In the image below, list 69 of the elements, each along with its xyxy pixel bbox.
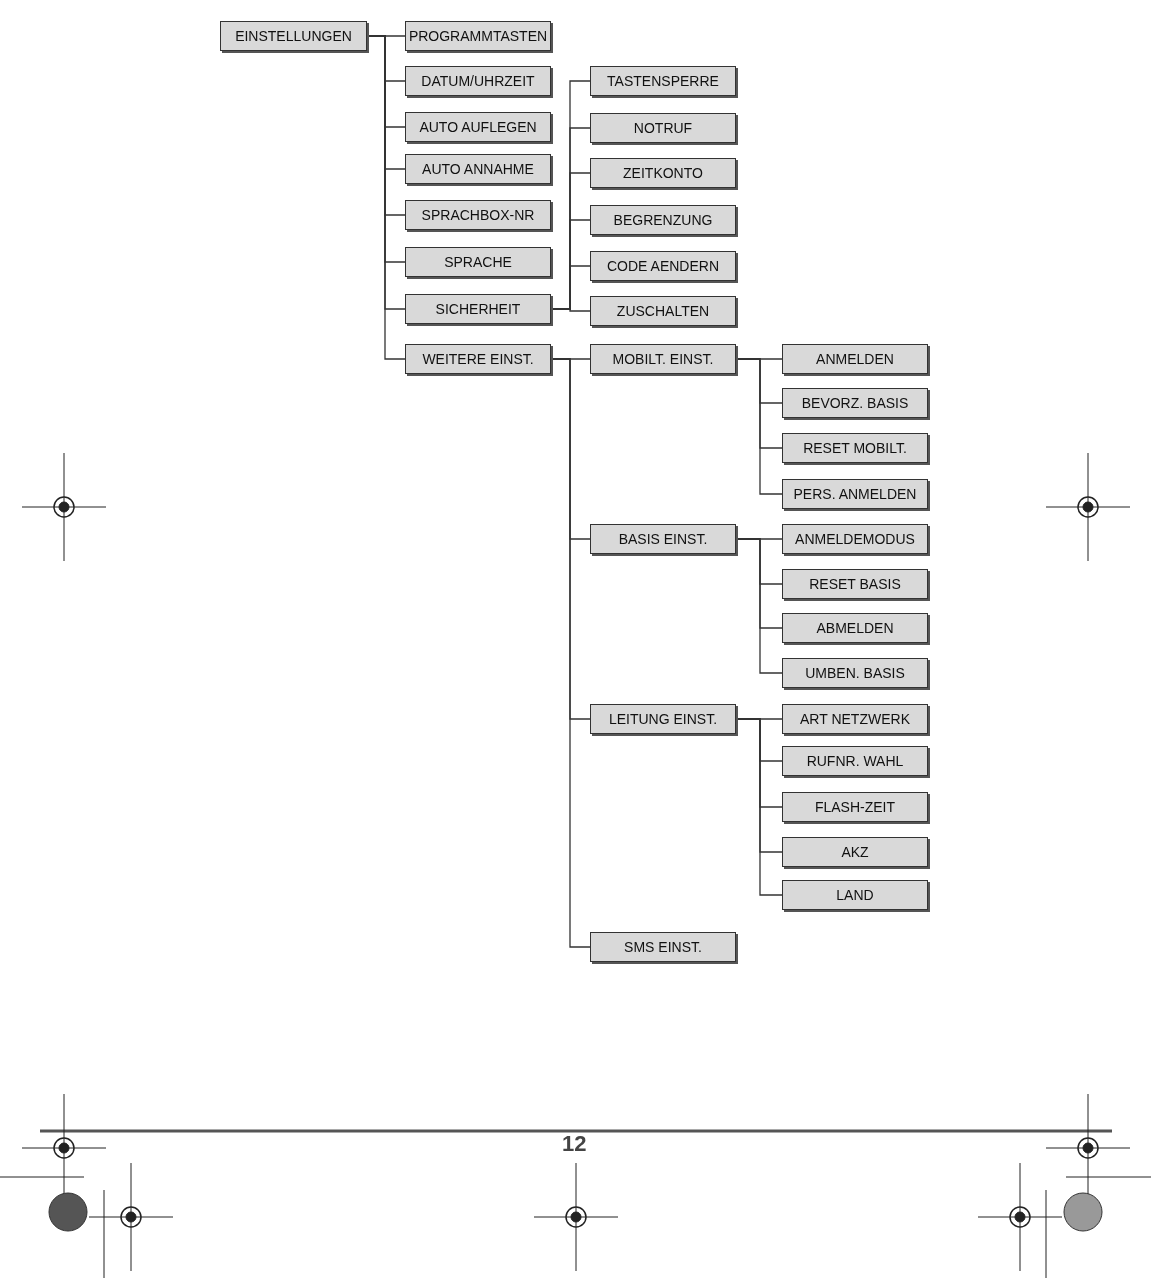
- menu-box: [590, 205, 736, 235]
- menu-label: UMBEN. BASIS: [805, 665, 905, 681]
- menu-box: [782, 479, 928, 509]
- menu-box: [405, 344, 551, 374]
- menu-box: [782, 433, 928, 463]
- menu-box: [782, 613, 928, 643]
- menu-label: PROGRAMMTASTEN: [408, 28, 548, 44]
- menu-box: [782, 388, 928, 418]
- menu-box: [782, 658, 928, 688]
- menu-label: EINSTELLUNGEN: [235, 28, 352, 44]
- menu-label: BEVORZ. BASIS: [801, 395, 909, 411]
- connector-line: [550, 308, 591, 312]
- menu-label: ANMELDEN: [816, 351, 894, 367]
- menu-label: SMS EINST.: [624, 939, 702, 955]
- menu-label: LEITUNG EINST.: [608, 711, 718, 727]
- menu-label: BASIS EINST.: [618, 531, 708, 547]
- menu-box: [405, 294, 551, 324]
- menu-label: ZUSCHALTEN: [616, 303, 710, 319]
- menu-box: [782, 837, 928, 867]
- menu-box: [782, 344, 928, 374]
- menu-label: ABMELDEN: [816, 620, 894, 636]
- menu-label: RESET BASIS: [809, 576, 901, 592]
- menu-box: [590, 524, 736, 554]
- menu-label: SPRACHE: [444, 254, 512, 270]
- menu-box: [782, 704, 928, 734]
- menu-label: LAND: [836, 887, 874, 903]
- menu-label: RESET MOBILT.: [803, 440, 907, 456]
- menu-label: RUFNR. WAHL: [806, 753, 904, 769]
- menu-label: TASTENSPERRE: [607, 73, 719, 89]
- menu-label: FLASH-ZEIT: [814, 799, 896, 815]
- menu-label: ZEITKONTO: [623, 165, 703, 181]
- menu-label: AUTO ANNAHME: [422, 161, 534, 177]
- menu-label: BEGRENZUNG: [613, 212, 713, 228]
- menu-box: [590, 704, 736, 734]
- menu-box: [590, 113, 736, 143]
- menu-box: [405, 247, 551, 277]
- menu-label: AUTO AUFLEGEN: [419, 119, 537, 135]
- page-number: 12: [562, 1131, 587, 1157]
- menu-box: [782, 880, 928, 910]
- menu-box: [782, 524, 928, 554]
- menu-box: [590, 66, 736, 96]
- connector-line: [735, 358, 783, 495]
- menu-label: SPRACHBOX-NR: [421, 207, 535, 223]
- menu-box: [405, 200, 551, 230]
- menu-label: AKZ: [841, 844, 869, 860]
- menu-label: SICHERHEIT: [435, 301, 521, 317]
- menu-label: ANMELDEMODUS: [795, 531, 915, 547]
- menu-label: CODE AENDERN: [607, 258, 719, 274]
- menu-label: MOBILT. EINST.: [612, 351, 714, 367]
- menu-box: [220, 21, 367, 51]
- menu-box: [590, 344, 736, 374]
- connector-line: [735, 718, 783, 896]
- menu-label: ART NETZWERK: [800, 711, 910, 727]
- menu-box: [590, 158, 736, 188]
- menu-label: NOTRUF: [633, 120, 693, 136]
- menu-box: [782, 792, 928, 822]
- menu-box: [590, 932, 736, 962]
- menu-label: WEITERE EINST.: [422, 351, 534, 367]
- menu-box: [405, 66, 551, 96]
- menu-label: PERS. ANMELDEN: [793, 486, 917, 502]
- menu-label: DATUM/UHRZEIT: [421, 73, 535, 89]
- menu-box: [405, 21, 551, 51]
- menu-box: [405, 112, 551, 142]
- connector-line: [735, 538, 783, 674]
- menu-box: [782, 746, 928, 776]
- menu-box: [590, 251, 736, 281]
- menu-box: [405, 154, 551, 184]
- menu-box: [782, 569, 928, 599]
- menu-box: [590, 296, 736, 326]
